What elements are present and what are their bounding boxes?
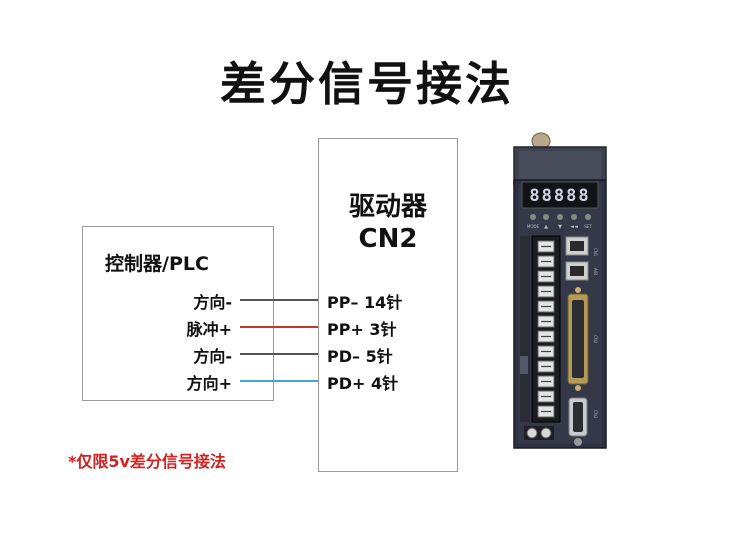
port-label-cn1: CN1 [593, 248, 598, 257]
device-button-label-4: ◄◄ [570, 224, 578, 230]
port-label-cn2: CN2 [593, 335, 598, 344]
port-label-cn3: CN3 [593, 410, 598, 419]
driver-pin-1: PP– 14针 [327, 293, 403, 312]
device-button-label-5: SET [584, 224, 592, 229]
driver-box [318, 138, 458, 472]
driver-pin-3: PD– 5针 [327, 347, 393, 366]
plc-label: 控制器/PLC [105, 253, 209, 275]
page-title: 差分信号接法 [220, 57, 514, 111]
driver-label: 驱动器 [348, 192, 427, 222]
servo-driver-image: 88888 MODE ▲ ▼ ◄◄ SET CN1 A/B CN2 C [513, 132, 607, 449]
plc-signal-4: 方向+ [186, 374, 232, 393]
plc-signal-2: 脉冲+ [186, 320, 232, 339]
device-button-label-2: ▲ [544, 224, 548, 230]
plc-signal-3: 方向- [193, 347, 232, 366]
display-readout: 88888 [529, 186, 590, 206]
connector-label: CN2 [358, 224, 418, 254]
device-button-label-3: ▼ [558, 224, 562, 230]
plc-box [82, 226, 274, 401]
port-label-ab: A/B [593, 268, 598, 275]
plc-signal-1: 方向- [193, 293, 232, 312]
driver-pin-2: PP+ 3针 [327, 320, 397, 339]
driver-pin-4: PD+ 4针 [327, 374, 399, 393]
note-text: *仅限5v差分信号接法 [68, 452, 226, 471]
device-button-label-1: MODE [527, 224, 540, 229]
